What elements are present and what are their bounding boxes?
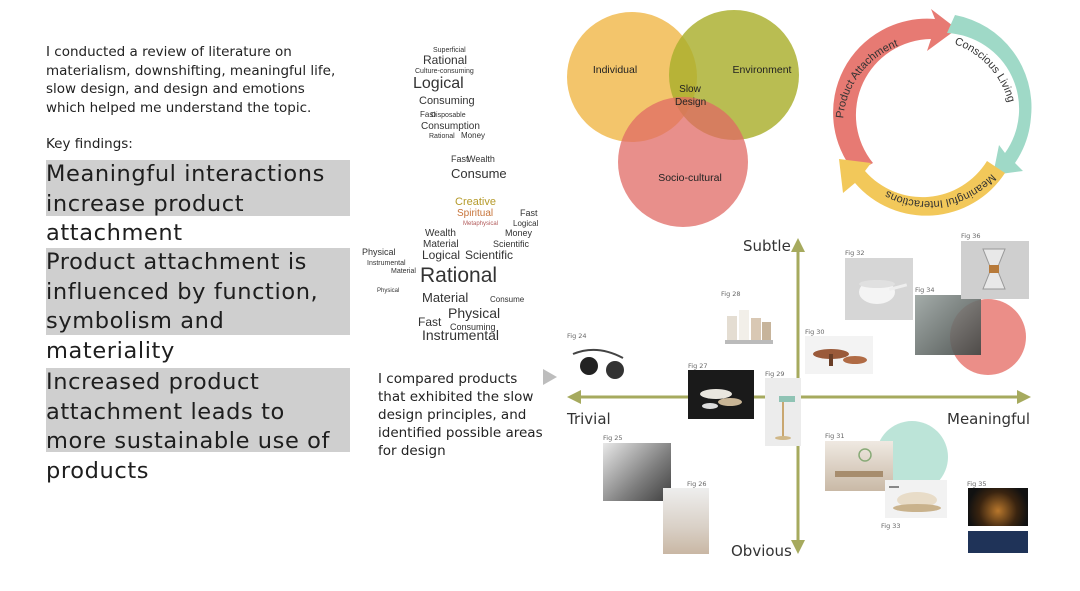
wc-word: Wealth [425, 228, 456, 239]
axis-label-trivial: Trivial [567, 410, 611, 428]
word-cloud: Superficial Rational Culture-consuming L… [362, 47, 539, 343]
fig-label: Fig 24 [567, 332, 587, 340]
wc-word: Fast [451, 154, 469, 164]
fig-35b-image [968, 531, 1028, 553]
wc-word: Physical [362, 247, 396, 257]
cycle-arc-product-attachment [833, 9, 957, 173]
finding-1: Meaningful interactions increase product… [46, 160, 350, 246]
fig-33-image [885, 480, 947, 518]
wc-word: Disposable [431, 112, 466, 119]
wc-word: Spiritual [457, 208, 493, 219]
wc-word: Fast [520, 208, 538, 218]
wc-word: Scientific [465, 248, 513, 262]
wc-word: Consuming [450, 322, 496, 332]
intro-paragraph: I conducted a review of literature on ma… [46, 44, 336, 116]
axis-label-subtle: Subtle [743, 237, 791, 255]
wc-word: Consume [490, 295, 525, 304]
wc-word: Wealth [467, 154, 495, 164]
fig-label: Fig 36 [961, 232, 981, 240]
comparison-note: I compared products that exhibited the s… [378, 371, 543, 459]
fig-32-image [845, 258, 913, 320]
fig-label: Fig 30 [805, 328, 825, 336]
wc-word: Physical [377, 288, 399, 294]
fig-label: Fig 31 [825, 432, 845, 440]
fig-35-image [968, 488, 1028, 526]
product-matrix: Subtle Obvious Trivial Meaningful Fig 24… [555, 232, 1075, 562]
wc-word: Superficial [433, 47, 466, 54]
fig-28-image [725, 302, 773, 346]
fig-25-image [603, 443, 671, 501]
wc-word: Logical [413, 75, 464, 92]
wc-word: Consuming [419, 95, 475, 107]
wc-word: Instrumental [422, 327, 499, 343]
fig-label: Fig 33 [881, 522, 901, 530]
fig-label: Fig 27 [688, 362, 708, 370]
fig-27-image [688, 370, 754, 419]
fig-label: Fig 25 [603, 434, 623, 442]
wc-word: Rational [423, 53, 467, 67]
fig-31-image [825, 441, 893, 491]
fig-34-image [915, 295, 981, 355]
fig-label: Fig 32 [845, 249, 865, 257]
finding-2: Product attachment is influenced by func… [46, 248, 350, 364]
wc-word: Material [423, 239, 459, 250]
wc-word: Physical [448, 305, 500, 321]
fig-label: Fig 34 [915, 286, 935, 294]
axis-label-obvious: Obvious [731, 542, 792, 560]
venn-circle-socio-cultural [618, 97, 748, 227]
wc-word: Rational [420, 264, 497, 287]
wc-word: Logical [422, 248, 460, 262]
wc-word: Creative [455, 196, 496, 208]
wc-word: Metaphysical [463, 221, 498, 227]
fig-36-image [961, 241, 1029, 299]
wc-word: Money [505, 228, 533, 238]
wc-word: Culture-consuming [415, 68, 474, 75]
fig-label: Fig 29 [765, 370, 785, 378]
pointer-arrow-icon [543, 369, 557, 385]
axis-label-meaningful: Meaningful [947, 410, 1031, 428]
highlight-circle-teal [876, 421, 948, 493]
cycle-arc-conscious-living [947, 15, 1032, 175]
fig-26-image [663, 488, 709, 554]
fig-24-image [567, 344, 629, 384]
key-findings-label: Key findings: [46, 136, 133, 152]
wc-word: Consumption [421, 121, 480, 132]
cycle-diagram: Product Attachment Conscious Living Mean… [833, 9, 1032, 216]
wc-word: Fast [418, 315, 442, 329]
wc-word: Money [461, 131, 485, 140]
venn-label-center: Slow Design [675, 84, 707, 108]
wc-word: Material [391, 268, 416, 275]
venn-center: Slow Design [675, 84, 707, 108]
wc-word: Scientific [493, 239, 530, 249]
wc-word: Fast [420, 110, 436, 119]
fig-29-image [765, 378, 801, 446]
venn-label-environment: Environment [733, 64, 792, 76]
fig-label: Fig 35 [967, 480, 987, 488]
venn-diagram: Individual Environment Socio-cultural Sl… [567, 10, 799, 227]
wc-word: Instrumental [367, 260, 406, 267]
cycle-arc-meaningful-interactions [839, 159, 1005, 216]
wc-word: Rational [429, 133, 455, 140]
venn-label-socio-cultural: Socio-cultural [658, 172, 722, 184]
fig-30-image [805, 336, 873, 374]
wc-word: Material [422, 290, 468, 305]
finding-3: Increased product attachment leads to mo… [46, 368, 350, 484]
venn-label-individual: Individual [593, 64, 637, 76]
fig-label: Fig 28 [721, 290, 741, 298]
fig-label: Fig 26 [687, 480, 707, 488]
wc-word: Consume [451, 166, 507, 181]
wc-word: Logical [513, 219, 539, 228]
